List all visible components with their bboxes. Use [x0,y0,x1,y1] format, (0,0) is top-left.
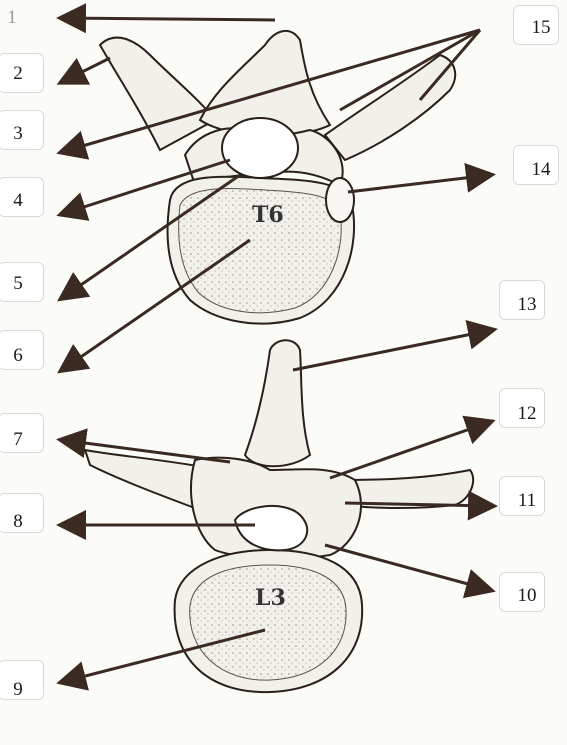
lumbar-vertebra [85,340,473,692]
t6-vertebral-foramen [222,118,298,178]
label-10: 10 [507,586,547,605]
label-7: 7 [0,430,38,449]
label-12: 12 [507,404,547,423]
arrow-2 [62,58,110,82]
arrow-14 [348,175,490,192]
label-9: 9 [0,680,38,699]
label-1: 1 [0,8,32,27]
arrow-12 [330,422,490,478]
t6-left-transverse-process [100,38,215,150]
label-11: 11 [507,491,547,510]
label-13: 13 [507,295,547,314]
label-14: 14 [521,160,561,179]
label-4: 4 [0,191,38,210]
t6-label: T6 [252,202,284,228]
label-3: 3 [0,124,38,143]
l3-label: L3 [255,585,286,611]
l3-spinous-process [245,340,310,466]
arrow-13 [293,330,492,370]
arrow-1 [62,18,275,20]
label-5: 5 [0,274,38,293]
label-8: 8 [0,512,38,531]
label-2: 2 [0,64,38,83]
label-6: 6 [0,346,38,365]
t6-costal-facet [326,178,354,222]
label-15: 15 [521,18,561,37]
